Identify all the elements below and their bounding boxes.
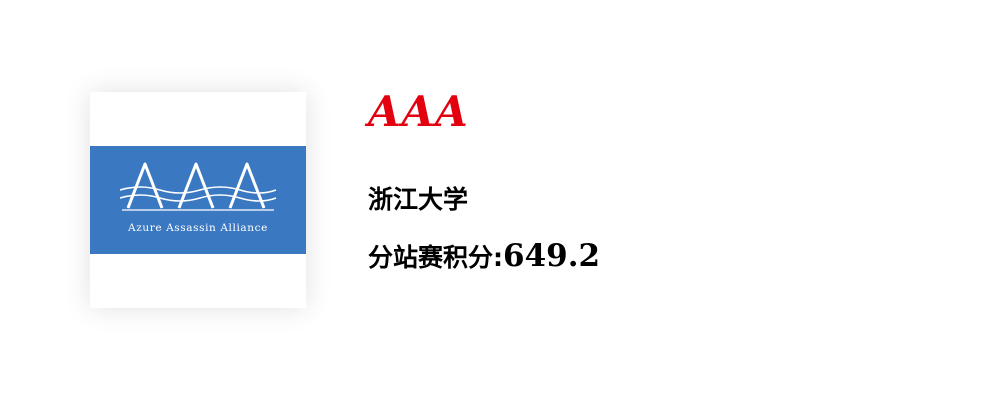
- logo-wave-line: [119, 194, 277, 202]
- logo-wave-line: [119, 186, 277, 194]
- logo-letter-a-1: [126, 162, 164, 209]
- logo-subtitle: Azure Assassin Alliance: [128, 222, 268, 234]
- team-name: AAA: [368, 87, 469, 136]
- logo-triangles-icon: [119, 162, 277, 211]
- logo-band: Azure Assassin Alliance: [90, 146, 306, 254]
- score-value: 649.2: [503, 238, 601, 274]
- score-label: 分站赛积分:: [368, 243, 503, 272]
- team-logo: Azure Assassin Alliance: [90, 92, 306, 308]
- university-name: 浙江大学: [368, 185, 469, 214]
- score-line: 分站赛积分:649.2: [368, 238, 600, 276]
